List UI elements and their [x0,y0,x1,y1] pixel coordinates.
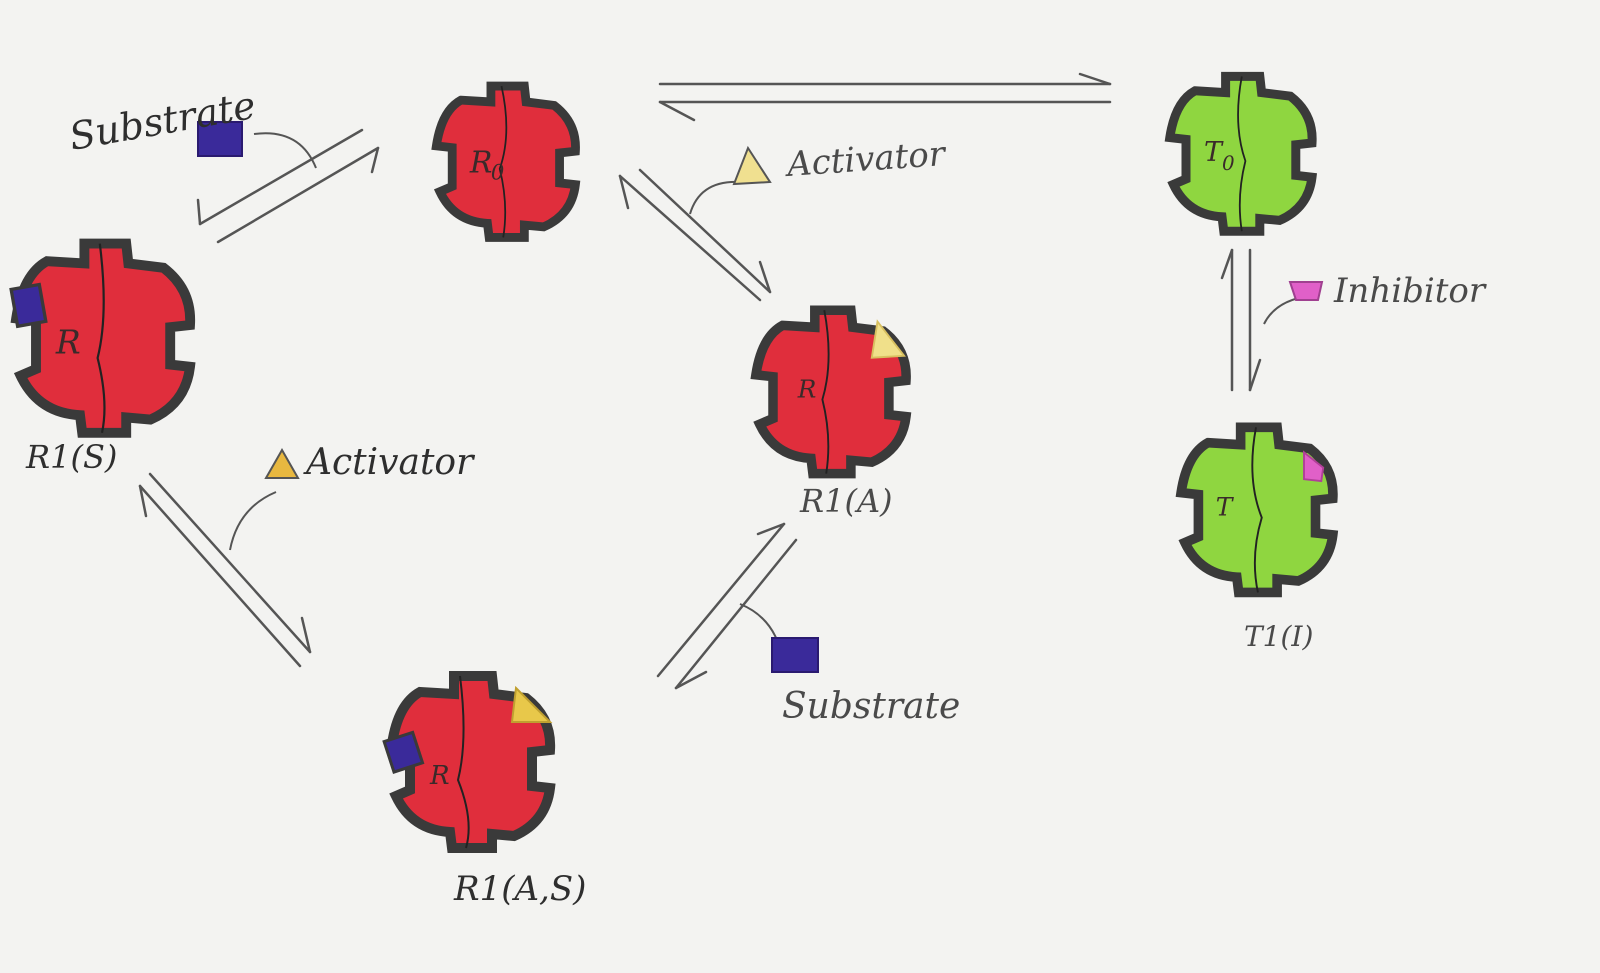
enzyme-r1s-label: R [55,323,81,362]
substrate-square-bottom [771,637,819,673]
arrow-r1as-r1a [656,522,798,690]
activator-triangle-left [264,447,300,479]
caption-r1s: R1(S) [25,438,117,476]
label-activator-top: Activator [783,134,948,185]
bound-activator [510,685,553,723]
enzyme-r0-subscript: 0 [491,159,504,184]
equilibrium-arrows [138,72,1262,690]
label-activator-left: Activator [303,442,475,483]
enzyme-r1as: R [382,676,553,848]
caption-r1a: R1(A) [799,482,893,520]
caption-r1as: R1(A,S) [453,869,586,909]
arrow-r0-r1a [618,168,772,302]
bound-substrate [382,730,425,774]
enzyme-t0: T 0 [1170,76,1312,231]
curve-activator-left [229,491,277,551]
ligand-curves [229,132,1311,649]
arrow-r1s-r0 [196,128,380,244]
bound-activator [870,319,906,359]
enzyme-r1a: R [756,310,906,473]
label-inhibitor: Inhibitor [1333,271,1487,311]
arrow-r1s-r1as [138,472,312,668]
enzyme-t0-label: T [1204,137,1224,168]
substrate-square-top [197,121,243,157]
enzyme-t1i-body [1181,427,1333,592]
enzyme-t0-body [1170,76,1312,231]
curve-activator-top [689,180,741,215]
enzyme-r0-label: R [469,145,493,180]
enzyme-r1s: R [9,244,190,433]
activator-triangle-top [732,145,772,186]
inhibitor-shape [1288,281,1324,301]
label-substrate-bottom: Substrate [782,686,960,727]
caption-t1i: T1(I) [1244,620,1313,653]
arrow-t0-t1i [1220,248,1262,392]
enzyme-r1a-label: R [797,375,817,404]
enzyme-t1i: T [1181,427,1333,592]
bound-substrate [9,282,48,329]
curve-substrate-top [253,132,317,169]
enzyme-r0: R 0 [436,86,575,237]
bound-inhibitor [1303,450,1325,483]
enzyme-t0-subscript: 0 [1222,152,1235,175]
enzyme-t1i-label: T [1216,493,1235,522]
enzyme-r1as-label: R [429,761,450,791]
arrow-r0-t0 [658,72,1112,122]
